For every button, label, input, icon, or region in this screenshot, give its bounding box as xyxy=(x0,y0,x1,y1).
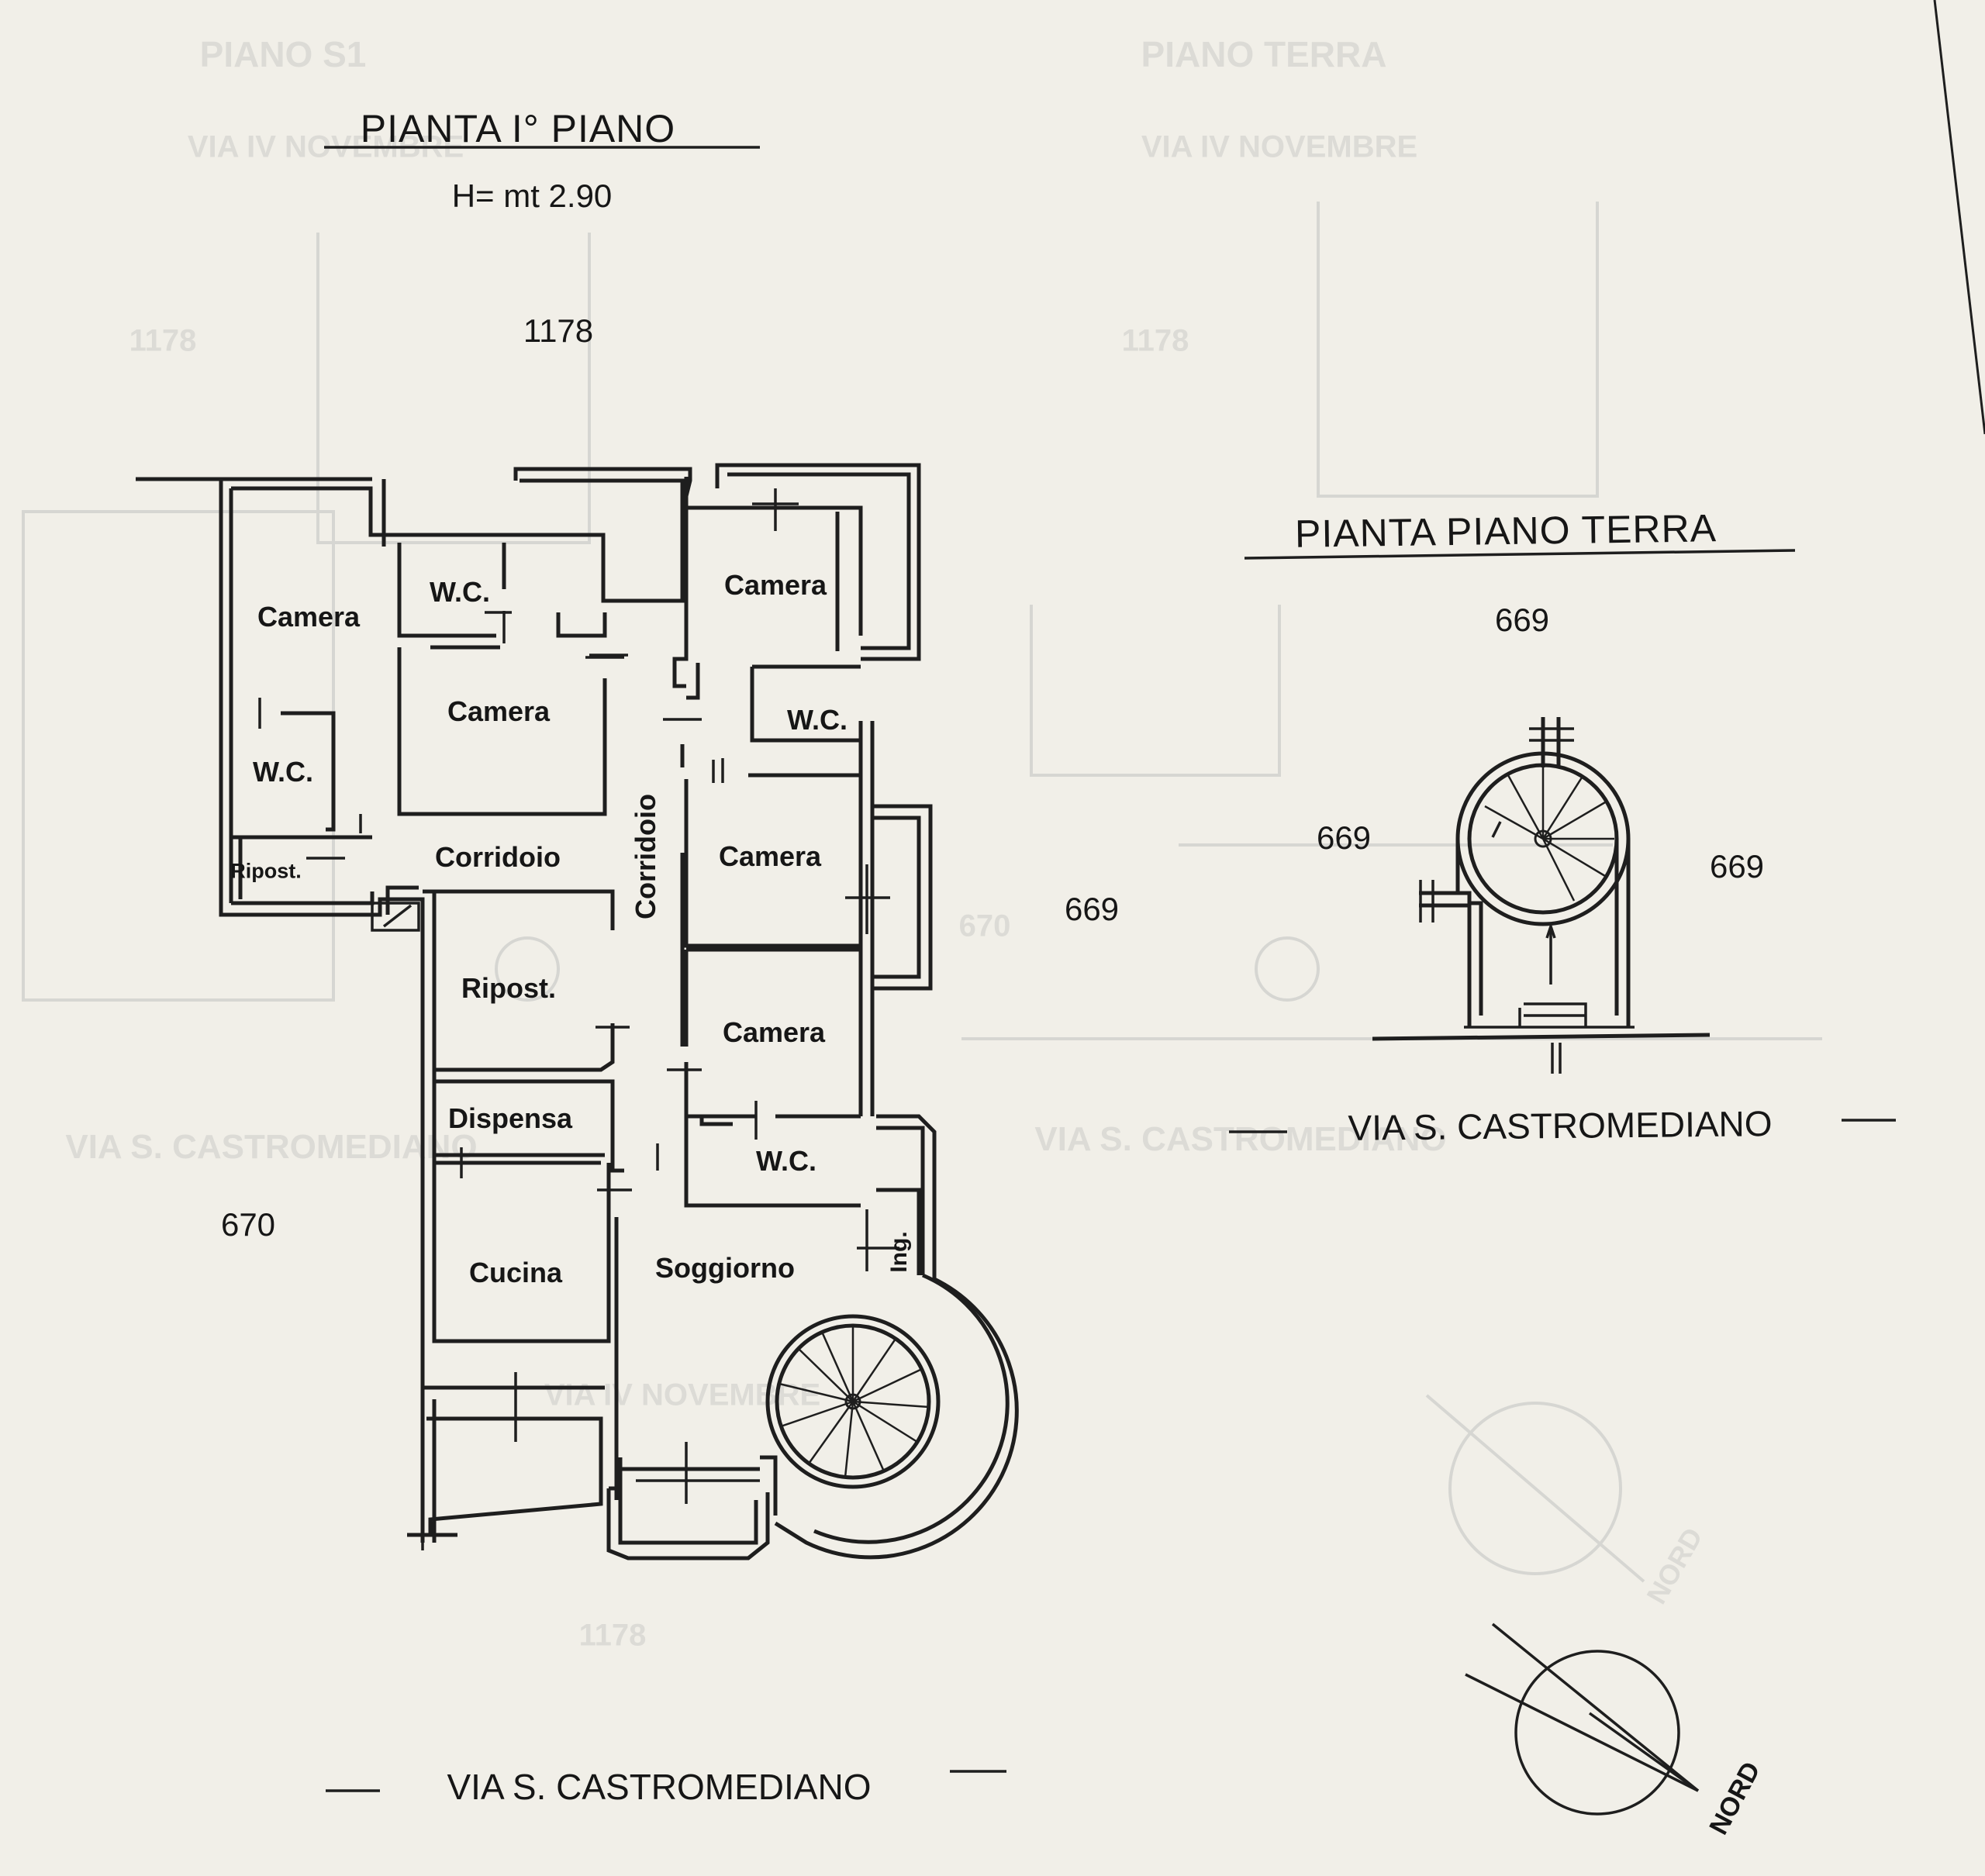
room-camera: Camera xyxy=(718,840,822,872)
room-ripostiglio: Ripost. xyxy=(230,859,302,883)
ghost-label: VIA IV NOVEMBRE xyxy=(1141,129,1418,164)
room-corridoio-vertical: Corridoio xyxy=(630,794,661,919)
ground-title-underline xyxy=(1244,549,1796,560)
ghost-label: PIANO TERRA xyxy=(1141,34,1387,74)
room-dispensa: Dispensa xyxy=(447,1102,573,1134)
compass-rose xyxy=(1465,1623,1700,1816)
ground-floor-title: PIANTA PIANO TERRA xyxy=(1294,506,1717,556)
ghost-label: VIA S. CASTROMEDIANO xyxy=(65,1128,478,1166)
room-corridoio: Corridoio xyxy=(435,841,561,873)
ghost-label: 1178 xyxy=(1121,323,1189,358)
upper-floor-plan xyxy=(136,463,1019,1560)
room-wc: W.C. xyxy=(430,576,490,608)
spiral-stair-upper xyxy=(778,1326,930,1478)
ground-floor-plan xyxy=(1372,717,1711,1074)
upper-adjacent-right: 669 xyxy=(1064,891,1120,927)
room-cucina: Cucina xyxy=(468,1257,563,1288)
ground-adjacent-left: 669 xyxy=(1316,819,1372,856)
room-ripostiglio: Ripost. xyxy=(461,972,556,1004)
room-soggiorno: Soggiorno xyxy=(655,1252,795,1284)
room-camera: Camera xyxy=(447,695,551,727)
ghost-label: VIA IV NOVEMBRE xyxy=(544,1378,821,1412)
room-wc: W.C. xyxy=(756,1145,816,1177)
upper-street-label: VIA S. CASTROMEDIANO xyxy=(447,1767,872,1807)
upper-adjacent-left: 670 xyxy=(220,1206,276,1243)
room-ingresso: Ing. xyxy=(886,1231,912,1273)
upper-floor-title: PIANTA I° PIANO xyxy=(360,107,676,150)
ghost-label: 670 xyxy=(958,909,1011,943)
room-camera: Camera xyxy=(722,1016,826,1048)
upper-floor-height: H= mt 2.90 xyxy=(451,178,613,214)
room-camera: Camera xyxy=(723,569,827,601)
room-wc: W.C. xyxy=(787,704,848,736)
upper-adjacent-top: 1178 xyxy=(523,312,594,349)
ground-adjacent-right: 669 xyxy=(1709,848,1765,885)
ghost-label: VIA S. CASTROMEDIANO xyxy=(1034,1120,1447,1158)
ghost-label: 1178 xyxy=(578,1618,647,1653)
room-camera: Camera xyxy=(257,601,361,633)
ghost-label: 1178 xyxy=(129,323,197,358)
sheet-edge xyxy=(1933,0,1985,435)
ground-adjacent-top: 669 xyxy=(1494,602,1550,638)
ghost-label: PIANO S1 xyxy=(199,34,367,74)
room-wc: W.C. xyxy=(253,756,313,788)
ground-street-label: VIA S. CASTROMEDIANO xyxy=(1348,1103,1773,1148)
